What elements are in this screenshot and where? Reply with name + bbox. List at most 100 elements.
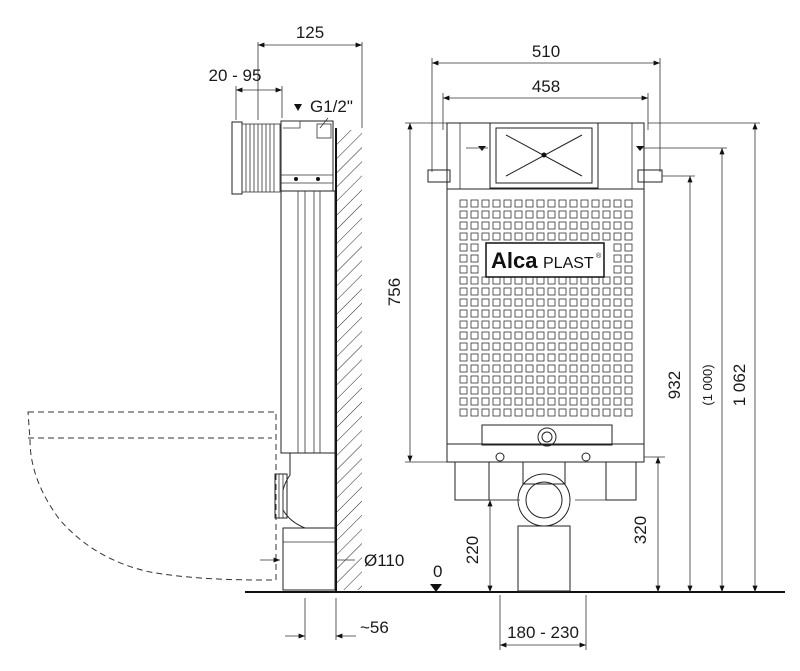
grid-cell (580, 320, 589, 329)
grid-cell (503, 232, 512, 241)
grid-cell (624, 254, 633, 263)
grid-cell (492, 375, 501, 384)
grid-cell (481, 287, 490, 296)
grid-cell (613, 232, 622, 241)
grid-cell (536, 375, 545, 384)
outlet-elbow (282, 453, 336, 529)
grid-cell (547, 353, 556, 362)
grid-cell (459, 298, 468, 307)
grid-cell (591, 375, 600, 384)
grid-cell (580, 287, 589, 296)
grid-cell (558, 386, 567, 395)
grid-cell (547, 276, 556, 285)
grid-cell (459, 265, 468, 274)
grid-cell (624, 353, 633, 362)
grid-cell (580, 309, 589, 318)
grid-cell (602, 408, 611, 417)
grid-cell (591, 353, 600, 362)
grid-cell (624, 199, 633, 208)
grid-cell (470, 320, 479, 329)
grid-cell (536, 232, 545, 241)
grid-cell (459, 331, 468, 340)
label-thread: G1/2" (310, 97, 353, 116)
grid-cell (503, 320, 512, 329)
grid-cell (624, 309, 633, 318)
dim-458: 458 (532, 77, 560, 96)
grid-cell (492, 331, 501, 340)
grid-cell (525, 408, 534, 417)
grid-cell (580, 298, 589, 307)
grid-cell (580, 364, 589, 373)
cistern-body (446, 188, 645, 445)
grid-cell (470, 408, 479, 417)
grid-cell (624, 375, 633, 384)
grid-cell (525, 298, 534, 307)
dim-1062: 1 062 (730, 364, 749, 407)
grid-cell (569, 287, 578, 296)
grid-cell (624, 386, 633, 395)
grid-cell (470, 386, 479, 395)
grid-cell (492, 309, 501, 318)
grid-cell (470, 276, 479, 285)
grid-cell (569, 364, 578, 373)
grid-cell (481, 298, 490, 307)
grid-cell (514, 364, 523, 373)
grid-cell (558, 353, 567, 362)
grid-cell (536, 309, 545, 318)
cistern-grid (459, 199, 633, 417)
grid-cell (591, 221, 600, 230)
grid-cell (481, 221, 490, 230)
grid-cell (492, 364, 501, 373)
front-view: Alca PLAST ® 510 458 756 (385, 42, 760, 650)
grid-cell (470, 243, 479, 252)
dim-56: ~56 (360, 618, 389, 637)
grid-cell (624, 232, 633, 241)
grid-cell (536, 386, 545, 395)
grid-cell (503, 199, 512, 208)
grid-cell (580, 397, 589, 406)
grid-cell (470, 298, 479, 307)
grid-cell (558, 199, 567, 208)
grid-cell (613, 221, 622, 230)
grid-cell (569, 386, 578, 395)
grid-cell (580, 199, 589, 208)
grid-cell (459, 408, 468, 417)
grid-cell (591, 298, 600, 307)
grid-cell (514, 309, 523, 318)
grid-cell (613, 265, 622, 274)
grid-cell (525, 276, 534, 285)
grid-cell (602, 397, 611, 406)
grid-cell (569, 298, 578, 307)
grid-cell (459, 320, 468, 329)
grid-cell (591, 199, 600, 208)
grid-cell (580, 386, 589, 395)
grid-cell (492, 342, 501, 351)
grid-cell (624, 397, 633, 406)
grid-cell (602, 298, 611, 307)
grid-cell (514, 276, 523, 285)
grid-cell (558, 221, 567, 230)
side-view: 125 20 - 95 G1/2" Ø110 ~56 (27, 23, 785, 640)
grid-cell (536, 342, 545, 351)
grid-cell (503, 298, 512, 307)
grid-cell (459, 210, 468, 219)
dim-220: 220 (463, 536, 482, 564)
grid-cell (492, 232, 501, 241)
grid-cell (492, 199, 501, 208)
grid-cell (602, 287, 611, 296)
leg-left (454, 461, 490, 501)
grid-cell (591, 276, 600, 285)
toilet-bowl (27, 411, 277, 581)
grid-cell (602, 276, 611, 285)
grid-cell (613, 375, 622, 384)
grid-cell (613, 276, 622, 285)
grid-cell (459, 342, 468, 351)
grid-cell (481, 364, 490, 373)
logo-plast: PLAST (543, 255, 594, 272)
grid-cell (569, 375, 578, 384)
grid-cell (624, 265, 633, 274)
grid-cell (459, 397, 468, 406)
grid-cell (547, 397, 556, 406)
grid-cell (481, 386, 490, 395)
